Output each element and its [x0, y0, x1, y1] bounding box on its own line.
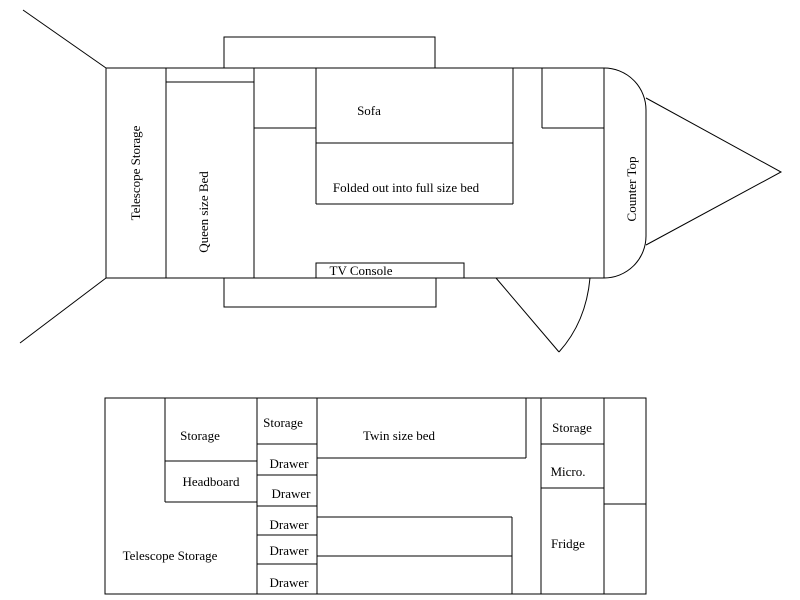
drawer-label: Drawer [270, 517, 310, 532]
door-line [495, 277, 560, 353]
drawer-label: Drawer [270, 543, 310, 558]
storage-middle-label: Storage [263, 415, 303, 430]
door-arc [558, 277, 591, 353]
trailer-body-bottom [104, 397, 647, 595]
front-triangle [645, 97, 783, 246]
drawer-label: Drawer [270, 575, 310, 590]
telescope-storage-label-bottom: Telescope Storage [123, 548, 218, 563]
fridge-label: Fridge [551, 536, 585, 551]
tv-console-label: TV Console [330, 263, 393, 278]
sofa-label: Sofa [357, 103, 381, 118]
storage-left-label: Storage [180, 428, 220, 443]
slide-out-bottom [223, 277, 437, 308]
drawer-label: Drawer [272, 486, 312, 501]
hitch-line-upper [22, 9, 107, 69]
telescope-storage-label-top: Telescope Storage [128, 125, 143, 220]
trailer-body-top [105, 67, 647, 279]
queen-bed-label: Queen size Bed [196, 171, 211, 253]
hitch-line-lower [19, 277, 107, 344]
microwave-label: Micro. [550, 464, 585, 479]
slide-out-top [223, 36, 436, 69]
storage-right-label: Storage [552, 420, 592, 435]
drawer-label: Drawer [270, 456, 310, 471]
counter-top-label: Counter Top [624, 157, 639, 222]
twin-bed-label: Twin size bed [363, 428, 436, 443]
top-floor-plan: Telescope Storage Queen size Bed Sofa Fo… [19, 9, 783, 353]
bottom-floor-plan: Storage Headboard Telescope Storage Stor… [104, 397, 647, 595]
headboard-label: Headboard [182, 474, 240, 489]
folded-bed-label: Folded out into full size bed [333, 180, 480, 195]
tv-console [315, 262, 465, 279]
